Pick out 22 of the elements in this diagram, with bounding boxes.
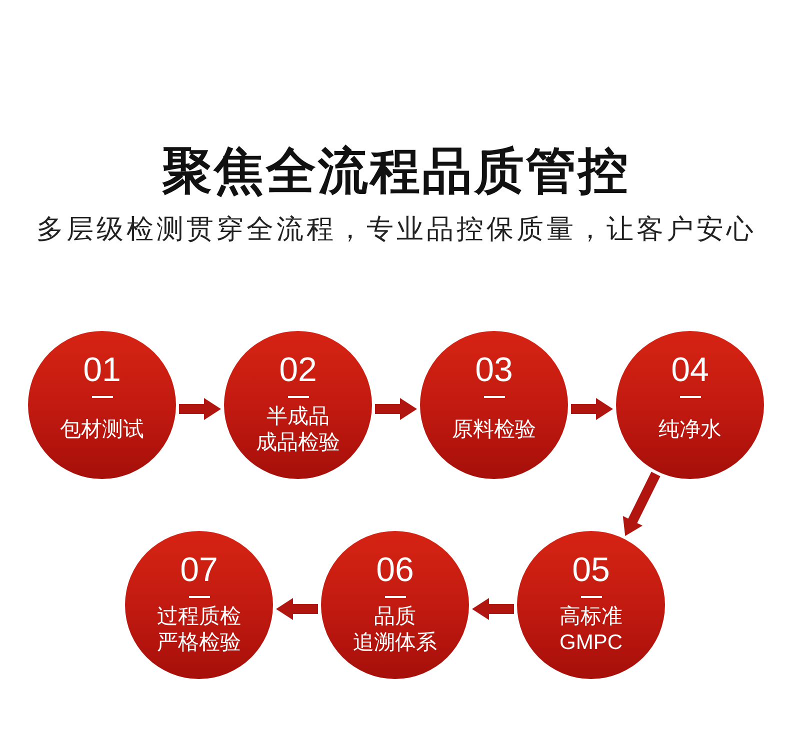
arrow <box>571 398 613 420</box>
step-label: 纯净水 <box>658 417 722 443</box>
step-label: 高标准 GMPC <box>560 604 622 656</box>
arrow <box>620 472 660 538</box>
step-label: 品质追溯体系 <box>353 604 437 656</box>
title: 聚焦全流程品质管控 <box>161 144 630 198</box>
step-number: 06 <box>376 552 414 588</box>
arrow <box>276 598 318 620</box>
step-number: 01 <box>83 352 121 388</box>
step-label: 半成品成品检验 <box>256 404 340 456</box>
step-number: 02 <box>279 352 317 388</box>
step-label: 包材测试 <box>60 417 144 443</box>
step-label: 原料检验 <box>452 417 536 443</box>
step-label: 过程质检严格检验 <box>157 604 241 656</box>
arrow <box>179 398 221 420</box>
subtitle: 多层级检测贯穿全流程，专业品控保质量，让客户安心 <box>36 213 756 246</box>
step-number: 03 <box>475 352 513 388</box>
step-number: 04 <box>671 352 709 388</box>
step-number: 07 <box>180 552 218 588</box>
arrow <box>375 398 417 420</box>
step-number: 05 <box>572 552 610 588</box>
arrow <box>472 598 514 620</box>
